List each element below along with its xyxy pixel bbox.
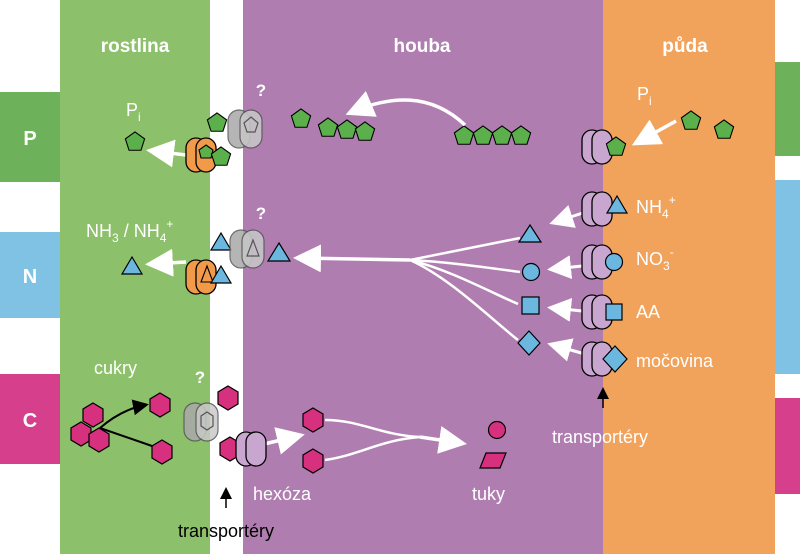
- p-arrow-fungus: [345, 90, 467, 127]
- transporters-plant-label: transportéry: [178, 521, 274, 541]
- fungus-region: [243, 0, 603, 554]
- row-label-c: C: [23, 410, 37, 432]
- sugar-fungus-2-icon: [302, 448, 324, 474]
- n-arrow-fungus: [293, 244, 411, 273]
- ammonium-plant-icon: [120, 255, 144, 275]
- n-branch-urea: [409, 258, 519, 341]
- ammonium-fungus-icon: [266, 241, 292, 262]
- p-arrow-plant: [146, 139, 187, 168]
- sugar-plant-5-icon: [151, 439, 173, 465]
- c-branch-upper: [324, 418, 421, 439]
- n-branch-aa: [409, 258, 519, 306]
- nitrate-branch-icon: [521, 262, 541, 282]
- aa-soil-label: AA: [636, 302, 660, 322]
- nh4-soil-label: NH4+: [636, 193, 676, 221]
- right-tab-p: [775, 62, 800, 156]
- urea-soil-label: močovina: [636, 351, 714, 371]
- unknown-transporter-c: ?: [195, 368, 205, 387]
- c-arrow-lipids: [419, 426, 467, 454]
- lipid-circle-icon: [487, 420, 507, 440]
- transporter-c-unknown: [183, 402, 219, 442]
- row-tab-c: [0, 374, 60, 464]
- pi-soil-label: Pi: [637, 84, 652, 108]
- header-fungus: houba: [394, 36, 451, 57]
- sugar-plant-4-icon: [149, 392, 171, 418]
- transporter-n-fungus-unknown: [209, 229, 265, 269]
- p-arrow-soil: [631, 119, 677, 146]
- lipids-label: tuky: [472, 484, 505, 504]
- row-tab-p: [0, 92, 60, 182]
- unknown-transporter-n: ?: [256, 204, 266, 223]
- transporter-n-soil-urea: [581, 341, 628, 377]
- sugars-label: cukry: [94, 358, 137, 378]
- sugar-fungus-1-icon: [302, 407, 324, 433]
- row-tab-n: [0, 232, 60, 318]
- n-branch-nitrate: [409, 258, 521, 274]
- n-arrow-plant: [145, 248, 187, 277]
- unknown-transporter-p: ?: [256, 81, 266, 100]
- c-branch-lower: [324, 435, 421, 462]
- n-branch-ammonium: [409, 236, 521, 262]
- transporter-n-soil-ammonium: [581, 191, 629, 227]
- transporter-n-plant: [185, 259, 233, 295]
- nh3-nh4-plant-label: NH3 / NH4+: [86, 217, 173, 245]
- ammonium-branch-icon: [517, 223, 543, 243]
- transporter-p-fungus-unknown: [206, 109, 263, 149]
- transporters-soil-label: transportéry: [552, 427, 648, 447]
- lipid-parallelogram-icon: [479, 452, 507, 469]
- right-tab-c: [775, 398, 800, 494]
- sugar-plant-1-icon: [82, 402, 104, 428]
- soil-region: [603, 0, 775, 554]
- row-label-n: N: [23, 266, 37, 288]
- sugar-apoplast-icon: [217, 385, 239, 411]
- row-label-p: P: [23, 128, 36, 150]
- transporter-p-plant: [185, 137, 232, 173]
- transporter-n-soil-aa: [581, 294, 623, 330]
- transporter-p-soil: [581, 129, 627, 165]
- amino-acid-branch-icon: [521, 296, 540, 315]
- header-plant: rostlina: [101, 36, 170, 57]
- c-line-plant: [99, 427, 153, 447]
- sugar-plant-2-icon: [70, 421, 92, 447]
- sugar-plant-3-icon: [88, 427, 110, 453]
- transporter-n-soil-nitrate: [581, 244, 624, 280]
- no3-soil-label: NO3-: [636, 245, 674, 273]
- header-soil: půda: [662, 36, 708, 57]
- urea-branch-icon: [517, 330, 541, 356]
- pi-plant-label: Pi: [126, 100, 141, 124]
- hexose-label: hexóza: [253, 484, 312, 504]
- plant-region: [60, 0, 210, 554]
- transporter-c-fungus: [219, 431, 267, 467]
- right-tab-n: [775, 180, 800, 374]
- c-arrow-plant: [99, 399, 149, 429]
